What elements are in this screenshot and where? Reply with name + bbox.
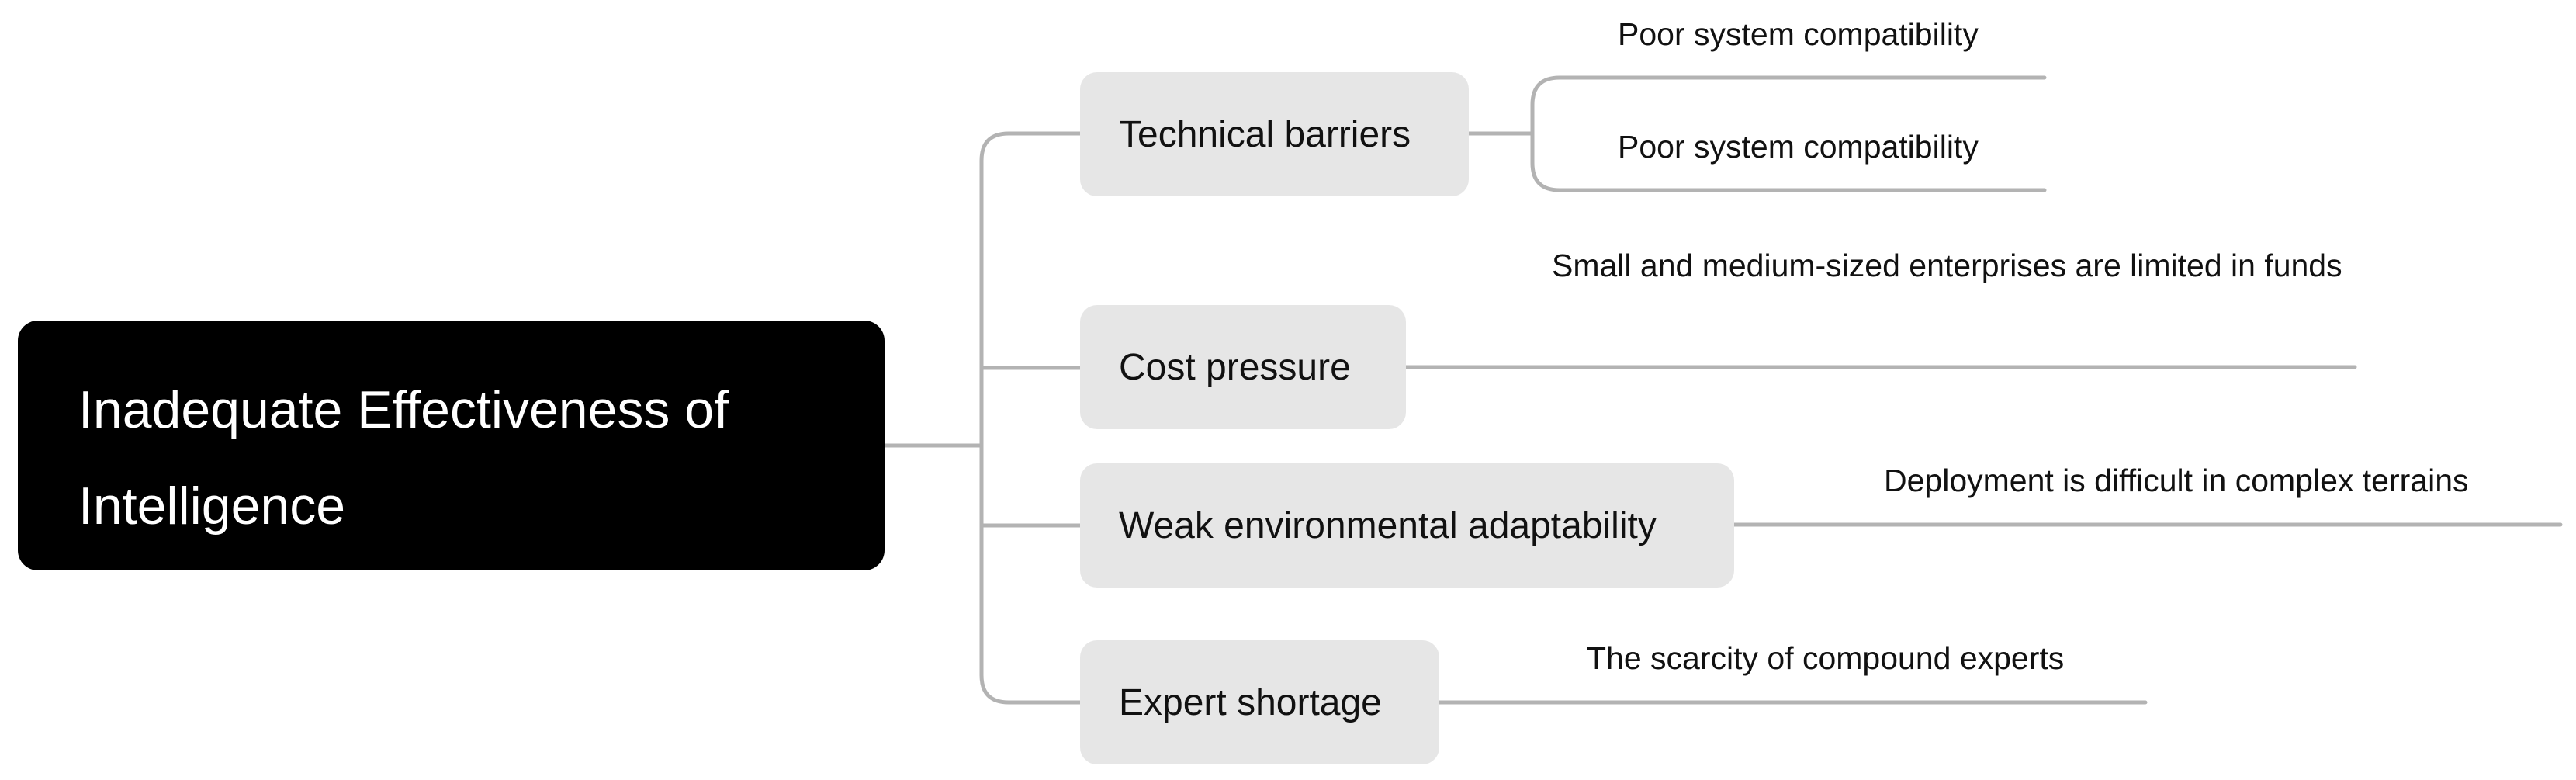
branch-label: Weak environmental adaptability: [1119, 504, 1657, 546]
branch-node-cost-pressure: Cost pressure: [1080, 305, 1406, 429]
trunk-line: [979, 131, 1082, 705]
leaf-text-tech-2: Poor system compatibility: [1618, 129, 1979, 165]
branch-node-technical-barriers: Technical barriers: [1080, 72, 1469, 196]
leaf-text-adapt: Deployment is difficult in complex terra…: [1884, 463, 2469, 498]
root-node: Inadequate Effectiveness of Intelligence: [18, 321, 885, 570]
leaf-line-tech-2: [1530, 131, 2047, 192]
root-label: Inadequate Effectiveness of Intelligence: [78, 380, 729, 536]
branch-label: Cost pressure: [1119, 346, 1351, 388]
branch-label: Expert shortage: [1119, 681, 1382, 723]
branch-node-weak-environmental-adaptability: Weak environmental adaptability: [1080, 463, 1734, 588]
leaf-text-cost: Small and medium-sized enterprises are l…: [1552, 248, 2342, 283]
leaf-text-tech-1: Poor system compatibility: [1618, 16, 1979, 52]
leaf-line-tech-1: [1530, 75, 2047, 136]
leaf-text-expert: The scarcity of compound experts: [1587, 640, 2065, 676]
branch-label: Technical barriers: [1119, 113, 1411, 155]
branch-node-expert-shortage: Expert shortage: [1080, 640, 1439, 764]
